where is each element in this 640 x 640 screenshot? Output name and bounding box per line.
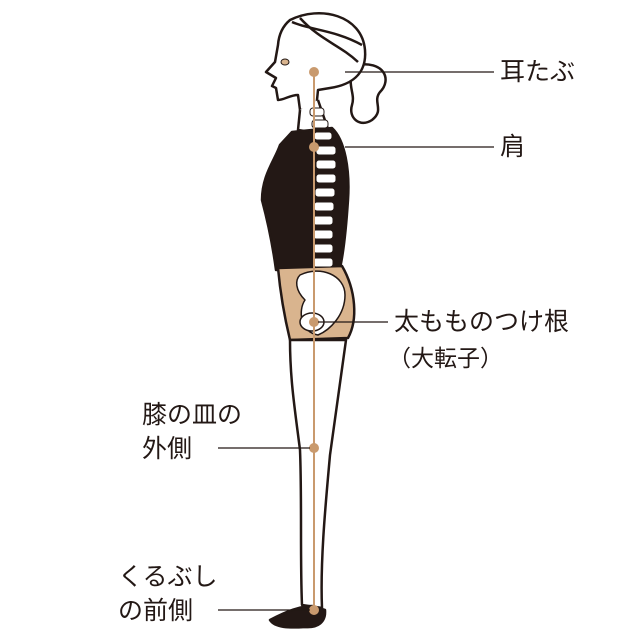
label-earlobe: 耳たぶ [500,57,576,86]
vertebra [311,119,329,129]
ponytail [349,62,387,125]
label-knee-line2: 外側 [142,434,193,463]
dot-shoulder [309,142,319,152]
vertebra [312,257,334,268]
leader-lines [218,71,494,611]
label-ankle-line2: の前側 [118,596,194,625]
vertebra [309,107,325,117]
vertebra [312,243,334,254]
label-shoulder: 肩 [500,132,526,161]
dot-knee [309,443,319,453]
vertebra [315,173,337,184]
label-ankle-line1: くるぶし [118,562,218,591]
hair-strand [291,20,363,47]
woman-figure [260,12,387,629]
dot-ankle [309,605,319,615]
dot-earlobe [309,67,319,77]
vertebra [314,187,336,198]
vertebra [315,159,337,170]
label-knee-line1: 膝の皿の [142,400,243,429]
eye [280,58,290,66]
vertebra [313,131,333,141]
vertebra [315,145,337,156]
hair-strand [299,17,359,63]
legs [288,338,348,610]
label-hip: 太もものつけ根 [394,307,570,336]
vertebra [313,201,335,212]
vertebra [312,215,334,226]
vertebra [312,229,334,240]
landmark-dots [309,67,319,615]
label-hip-sub: （大転子） [388,346,503,372]
dot-hip [309,317,319,327]
